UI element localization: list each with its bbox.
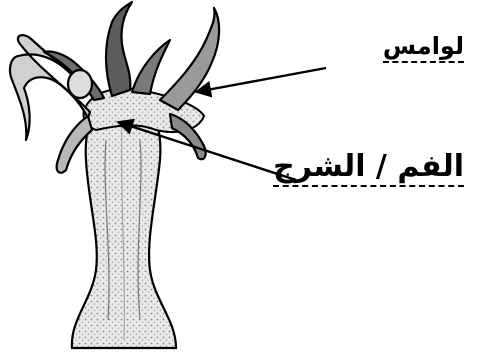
tentacles-arrow bbox=[196, 68, 326, 92]
label-tentacles: لوامس bbox=[383, 34, 464, 63]
label-mouth-anus: الفم / الشرج bbox=[273, 152, 464, 187]
hydra-body bbox=[72, 104, 176, 348]
